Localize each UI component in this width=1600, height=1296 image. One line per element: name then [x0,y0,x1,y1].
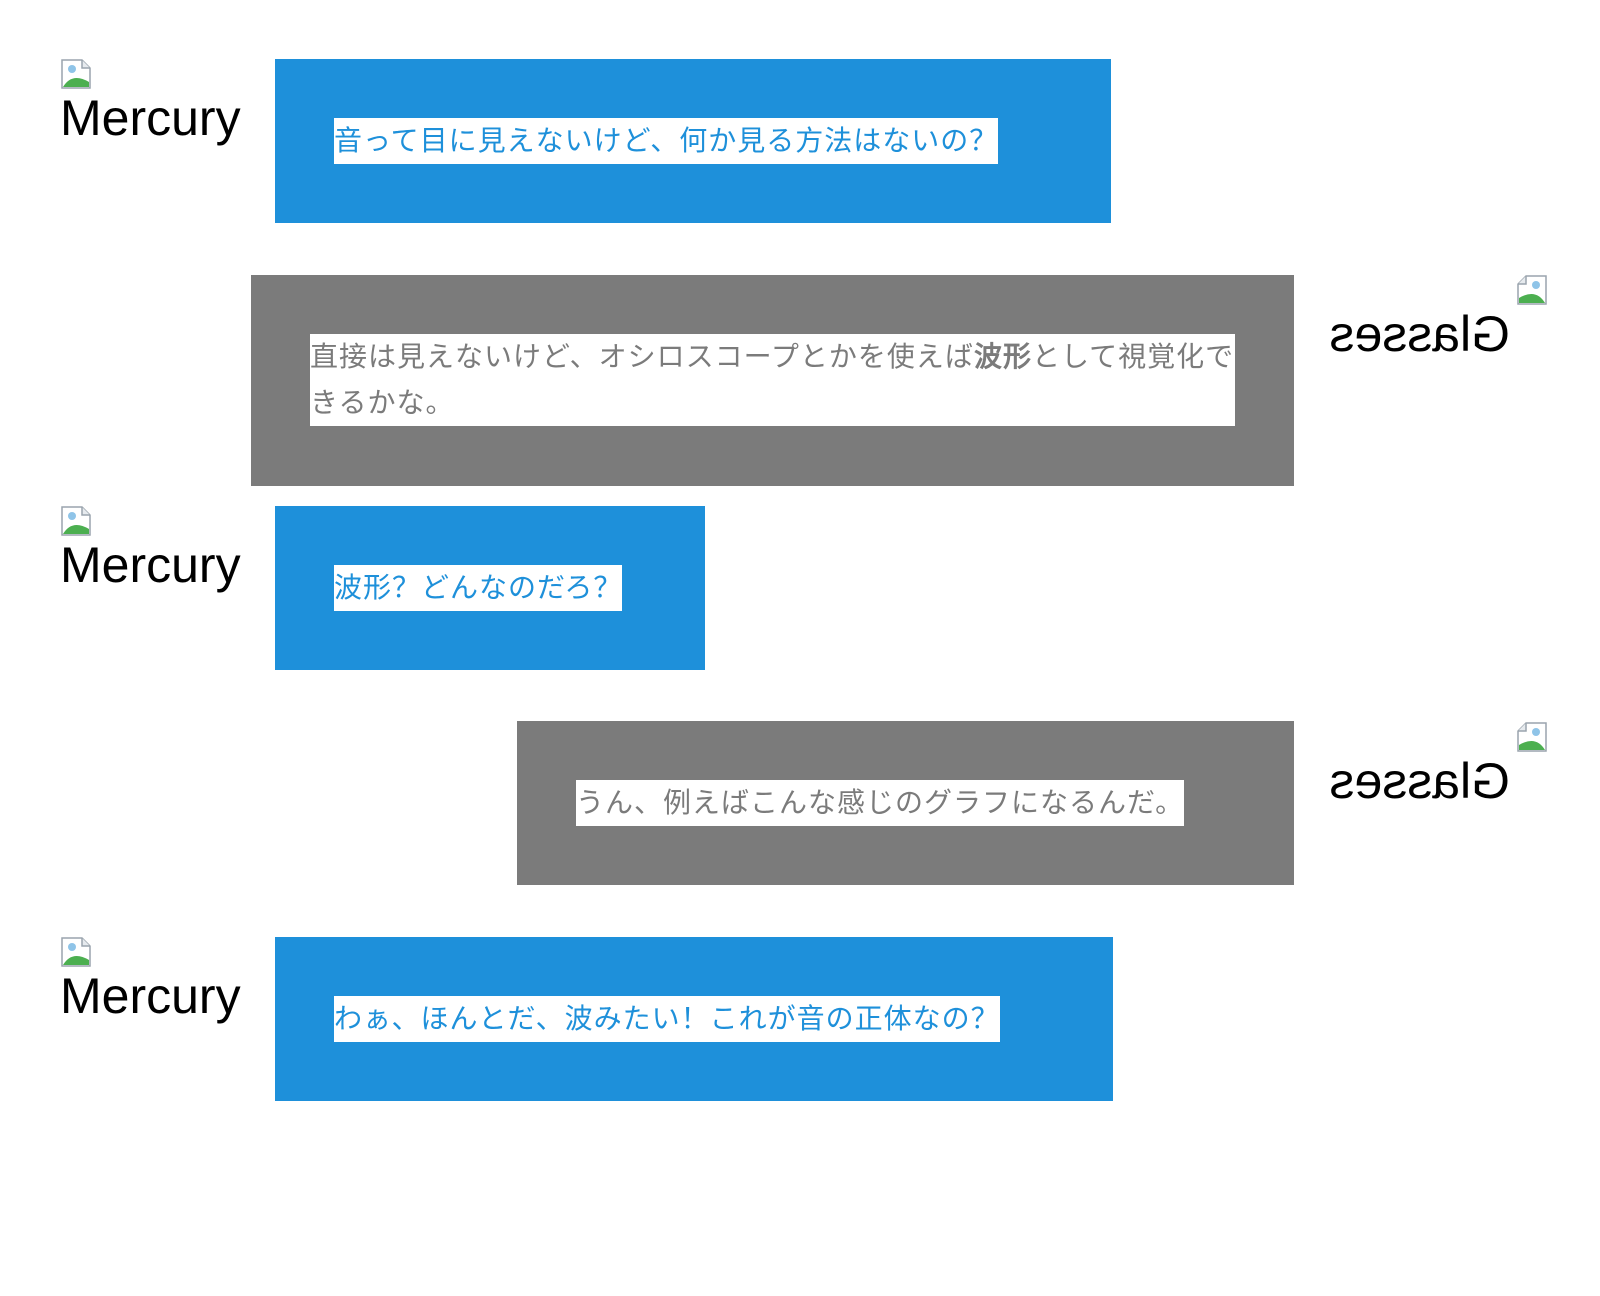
message-text: 直接は見えないけど、オシロスコープとかを使えば波形として視覚化できるかな。 [310,334,1235,426]
message-text-part: 直接は見えないけど、オシロスコープとかを使えば [310,340,974,373]
message-bubble-mercury: 音って目に見えないけど、何か見る方法はないの？ [275,59,1111,223]
avatar-mercury: Mercury [60,936,260,1024]
speaker-name: Mercury [60,90,241,146]
emphasis-term: 波形 [973,340,1032,373]
message-text-part: として視覚化できるかな。 [310,340,1235,419]
broken-image-icon [61,506,91,536]
speaker-name: Mercury [60,537,241,593]
speaker-name: Mercury [60,968,241,1024]
avatar-glasses: Glasses [1310,721,1547,809]
message-bubble-glasses: 直接は見えないけど、オシロスコープとかを使えば波形として視覚化できるかな。 [251,275,1294,486]
message-bubble-mercury: 波形？どんなのだろ？ [275,506,705,670]
avatar-mercury: Mercury [60,58,260,146]
message-text: うん、例えばこんな感じのグラフになるんだ。 [576,780,1185,826]
avatar-mercury: Mercury [60,505,260,593]
message-text: わぁ、ほんとだ、波みたい！これが音の正体なの？ [334,996,1000,1042]
broken-image-icon [1517,275,1547,305]
message-bubble-glasses: うん、例えばこんな感じのグラフになるんだ。 [517,721,1294,885]
message-text: 波形？どんなのだろ？ [334,565,623,611]
speaker-name: Glasses [1329,306,1510,362]
avatar-glasses: Glasses [1310,274,1547,362]
broken-image-icon [61,59,91,89]
broken-image-icon [1517,722,1547,752]
speaker-name: Glasses [1329,753,1510,809]
message-bubble-mercury: わぁ、ほんとだ、波みたい！これが音の正体なの？ [275,937,1113,1101]
message-text: 音って目に見えないけど、何か見る方法はないの？ [334,118,999,164]
broken-image-icon [61,937,91,967]
